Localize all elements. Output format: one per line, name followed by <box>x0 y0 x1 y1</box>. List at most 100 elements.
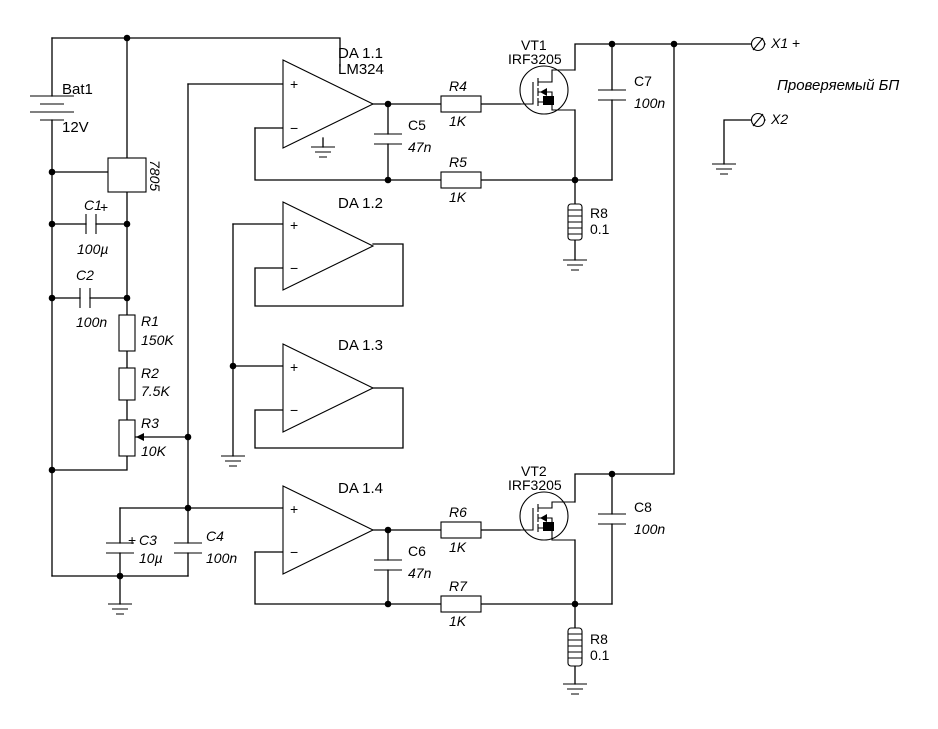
regulator-label: 7805 <box>147 160 163 191</box>
wire-da12-feedback <box>254 243 404 307</box>
junctions <box>48 34 678 608</box>
c4-name: C4 <box>206 528 224 544</box>
resistor-r4: R4 1K <box>440 78 482 129</box>
junction <box>184 504 192 512</box>
c1-polarity: + <box>100 199 108 215</box>
capacitor-c4: C4 100n <box>174 528 237 566</box>
c5-value: 47n <box>408 139 432 155</box>
junction <box>384 600 392 608</box>
r8-bottom-value: 0.1 <box>590 647 610 663</box>
junction <box>48 220 56 228</box>
c5-plates <box>374 133 402 145</box>
ground-icon <box>311 146 335 158</box>
x2-slash <box>752 113 764 127</box>
r8-top-name: R8 <box>590 205 608 221</box>
r6-value: 1K <box>449 539 467 555</box>
capacitor-c2: C2 100n <box>76 267 107 330</box>
da12-triangle <box>282 201 375 291</box>
r7-body <box>440 595 482 613</box>
r1-name: R1 <box>141 313 159 329</box>
da11-name: DA 1.1 <box>338 45 383 62</box>
capacitor-c8: C8 100n <box>598 499 665 537</box>
c8-name: C8 <box>634 499 652 515</box>
regulator-7805: 7805 <box>107 157 163 193</box>
vt1-drain-lead <box>538 69 575 83</box>
opamp-da11: + − DA 1.1 LM324 <box>282 45 384 149</box>
ground-icon <box>563 683 587 695</box>
capacitor-c5: C5 47n <box>374 117 432 155</box>
wires <box>51 37 766 685</box>
ground-symbols <box>108 146 736 695</box>
x1-slash <box>752 37 764 51</box>
r4-value: 1K <box>449 113 467 129</box>
c7-name: C7 <box>634 73 652 89</box>
r2-value: 7.5K <box>141 383 170 399</box>
bat1-name: Bat1 <box>62 81 93 98</box>
junction <box>48 466 56 474</box>
da14-plus: + <box>290 501 298 517</box>
junction <box>670 40 678 48</box>
opamp-da13: + − DA 1.3 <box>282 337 383 433</box>
r1-value: 150K <box>141 332 174 348</box>
junction <box>123 34 131 42</box>
c2-plates <box>79 288 91 308</box>
resistor-r8-bottom: R8 0.1 <box>567 627 610 667</box>
c3-value: 10µ <box>139 550 163 566</box>
junction <box>571 600 579 608</box>
r8-bottom-name: R8 <box>590 631 608 647</box>
r5-body <box>440 171 482 189</box>
vt1-gate <box>520 82 534 105</box>
c6-plates <box>374 559 402 571</box>
vt2-arrow <box>540 514 547 522</box>
psu-under-test-label: Проверяемый БП <box>777 77 899 94</box>
vt2-drain-lead <box>538 501 575 509</box>
da13-minus: − <box>290 402 298 418</box>
r8-top-coil <box>568 209 582 235</box>
resistor-r5: R5 1K <box>440 154 482 205</box>
c2-value: 100n <box>76 314 107 330</box>
da11-minus: − <box>290 120 298 136</box>
opamp-da14: + − DA 1.4 <box>282 480 383 575</box>
r8-bottom-body <box>567 627 583 667</box>
c4-value: 100n <box>206 550 237 566</box>
resistor-r1: R1 150K <box>118 313 174 352</box>
da11-plus: + <box>290 76 298 92</box>
capacitor-c1: C1 + 100µ <box>77 197 108 257</box>
wire-vt1-drain <box>574 43 766 71</box>
da11-part: LM324 <box>338 61 384 78</box>
c1-value: 100µ <box>77 241 108 257</box>
wire-drain-bus <box>574 43 675 503</box>
junction <box>384 526 392 534</box>
da11-triangle <box>282 59 375 149</box>
resistor-r2: R2 7.5K <box>118 365 170 401</box>
c3-polarity: + <box>128 532 136 548</box>
vt2-part: IRF3205 <box>508 477 562 493</box>
junction <box>48 294 56 302</box>
mosfet-vt2: VT2 IRF3205 <box>508 463 575 541</box>
vt1-mark <box>543 96 554 105</box>
x1-polarity: + <box>792 35 800 51</box>
r1-body <box>118 314 136 352</box>
da14-triangle <box>282 485 375 575</box>
capacitor-c7: C7 100n <box>598 73 665 111</box>
junction <box>571 176 579 184</box>
wire-top-bus <box>51 37 341 67</box>
c3-plates <box>106 542 134 554</box>
x2-name: X2 <box>770 111 788 127</box>
vt1-part: IRF3205 <box>508 51 562 67</box>
potentiometer-r3: R3 10K <box>118 415 167 459</box>
r2-name: R2 <box>141 365 159 381</box>
r7-name: R7 <box>449 578 468 594</box>
c5-name: C5 <box>408 117 426 133</box>
terminal-x2: X2 <box>750 111 788 128</box>
junction <box>384 176 392 184</box>
c4-plates <box>174 542 202 554</box>
junction <box>229 362 237 370</box>
c6-name: C6 <box>408 543 426 559</box>
vt2-mark <box>543 522 554 531</box>
r7-value: 1K <box>449 613 467 629</box>
r4-body <box>440 95 482 113</box>
junction <box>184 433 192 441</box>
da13-plus: + <box>290 359 298 375</box>
vt1-name: VT1 <box>521 37 547 53</box>
